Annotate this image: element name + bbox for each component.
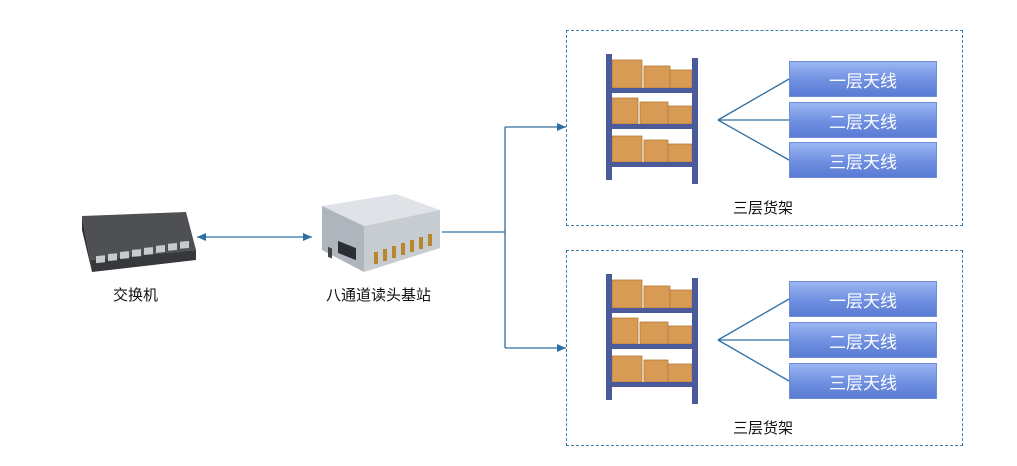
antenna-layer-2: 二层天线 (789, 322, 937, 358)
fan-line (717, 339, 790, 382)
antenna-layer-2: 二层天线 (789, 102, 937, 138)
shelf-rack-icon (606, 54, 698, 184)
switch-label: 交换机 (113, 286, 159, 304)
fan-line (717, 78, 790, 121)
rack-label: 三层货架 (733, 419, 794, 437)
reader-label: 八通道读头基站 (326, 286, 432, 304)
antenna-layer-3: 三层天线 (789, 142, 937, 178)
antenna-layer-3: 三层天线 (789, 363, 937, 399)
fan-line (717, 298, 790, 341)
rack-group-2 (566, 250, 963, 446)
rack-label: 三层货架 (733, 199, 794, 217)
rfid-reader-icon (322, 194, 440, 272)
rack-group-1 (566, 30, 963, 226)
network-switch-icon (82, 212, 196, 272)
fan-line (717, 119, 790, 161)
antenna-layer-1: 一层天线 (789, 281, 937, 317)
antenna-layer-1: 一层天线 (789, 61, 937, 97)
shelf-rack-icon (606, 274, 698, 404)
